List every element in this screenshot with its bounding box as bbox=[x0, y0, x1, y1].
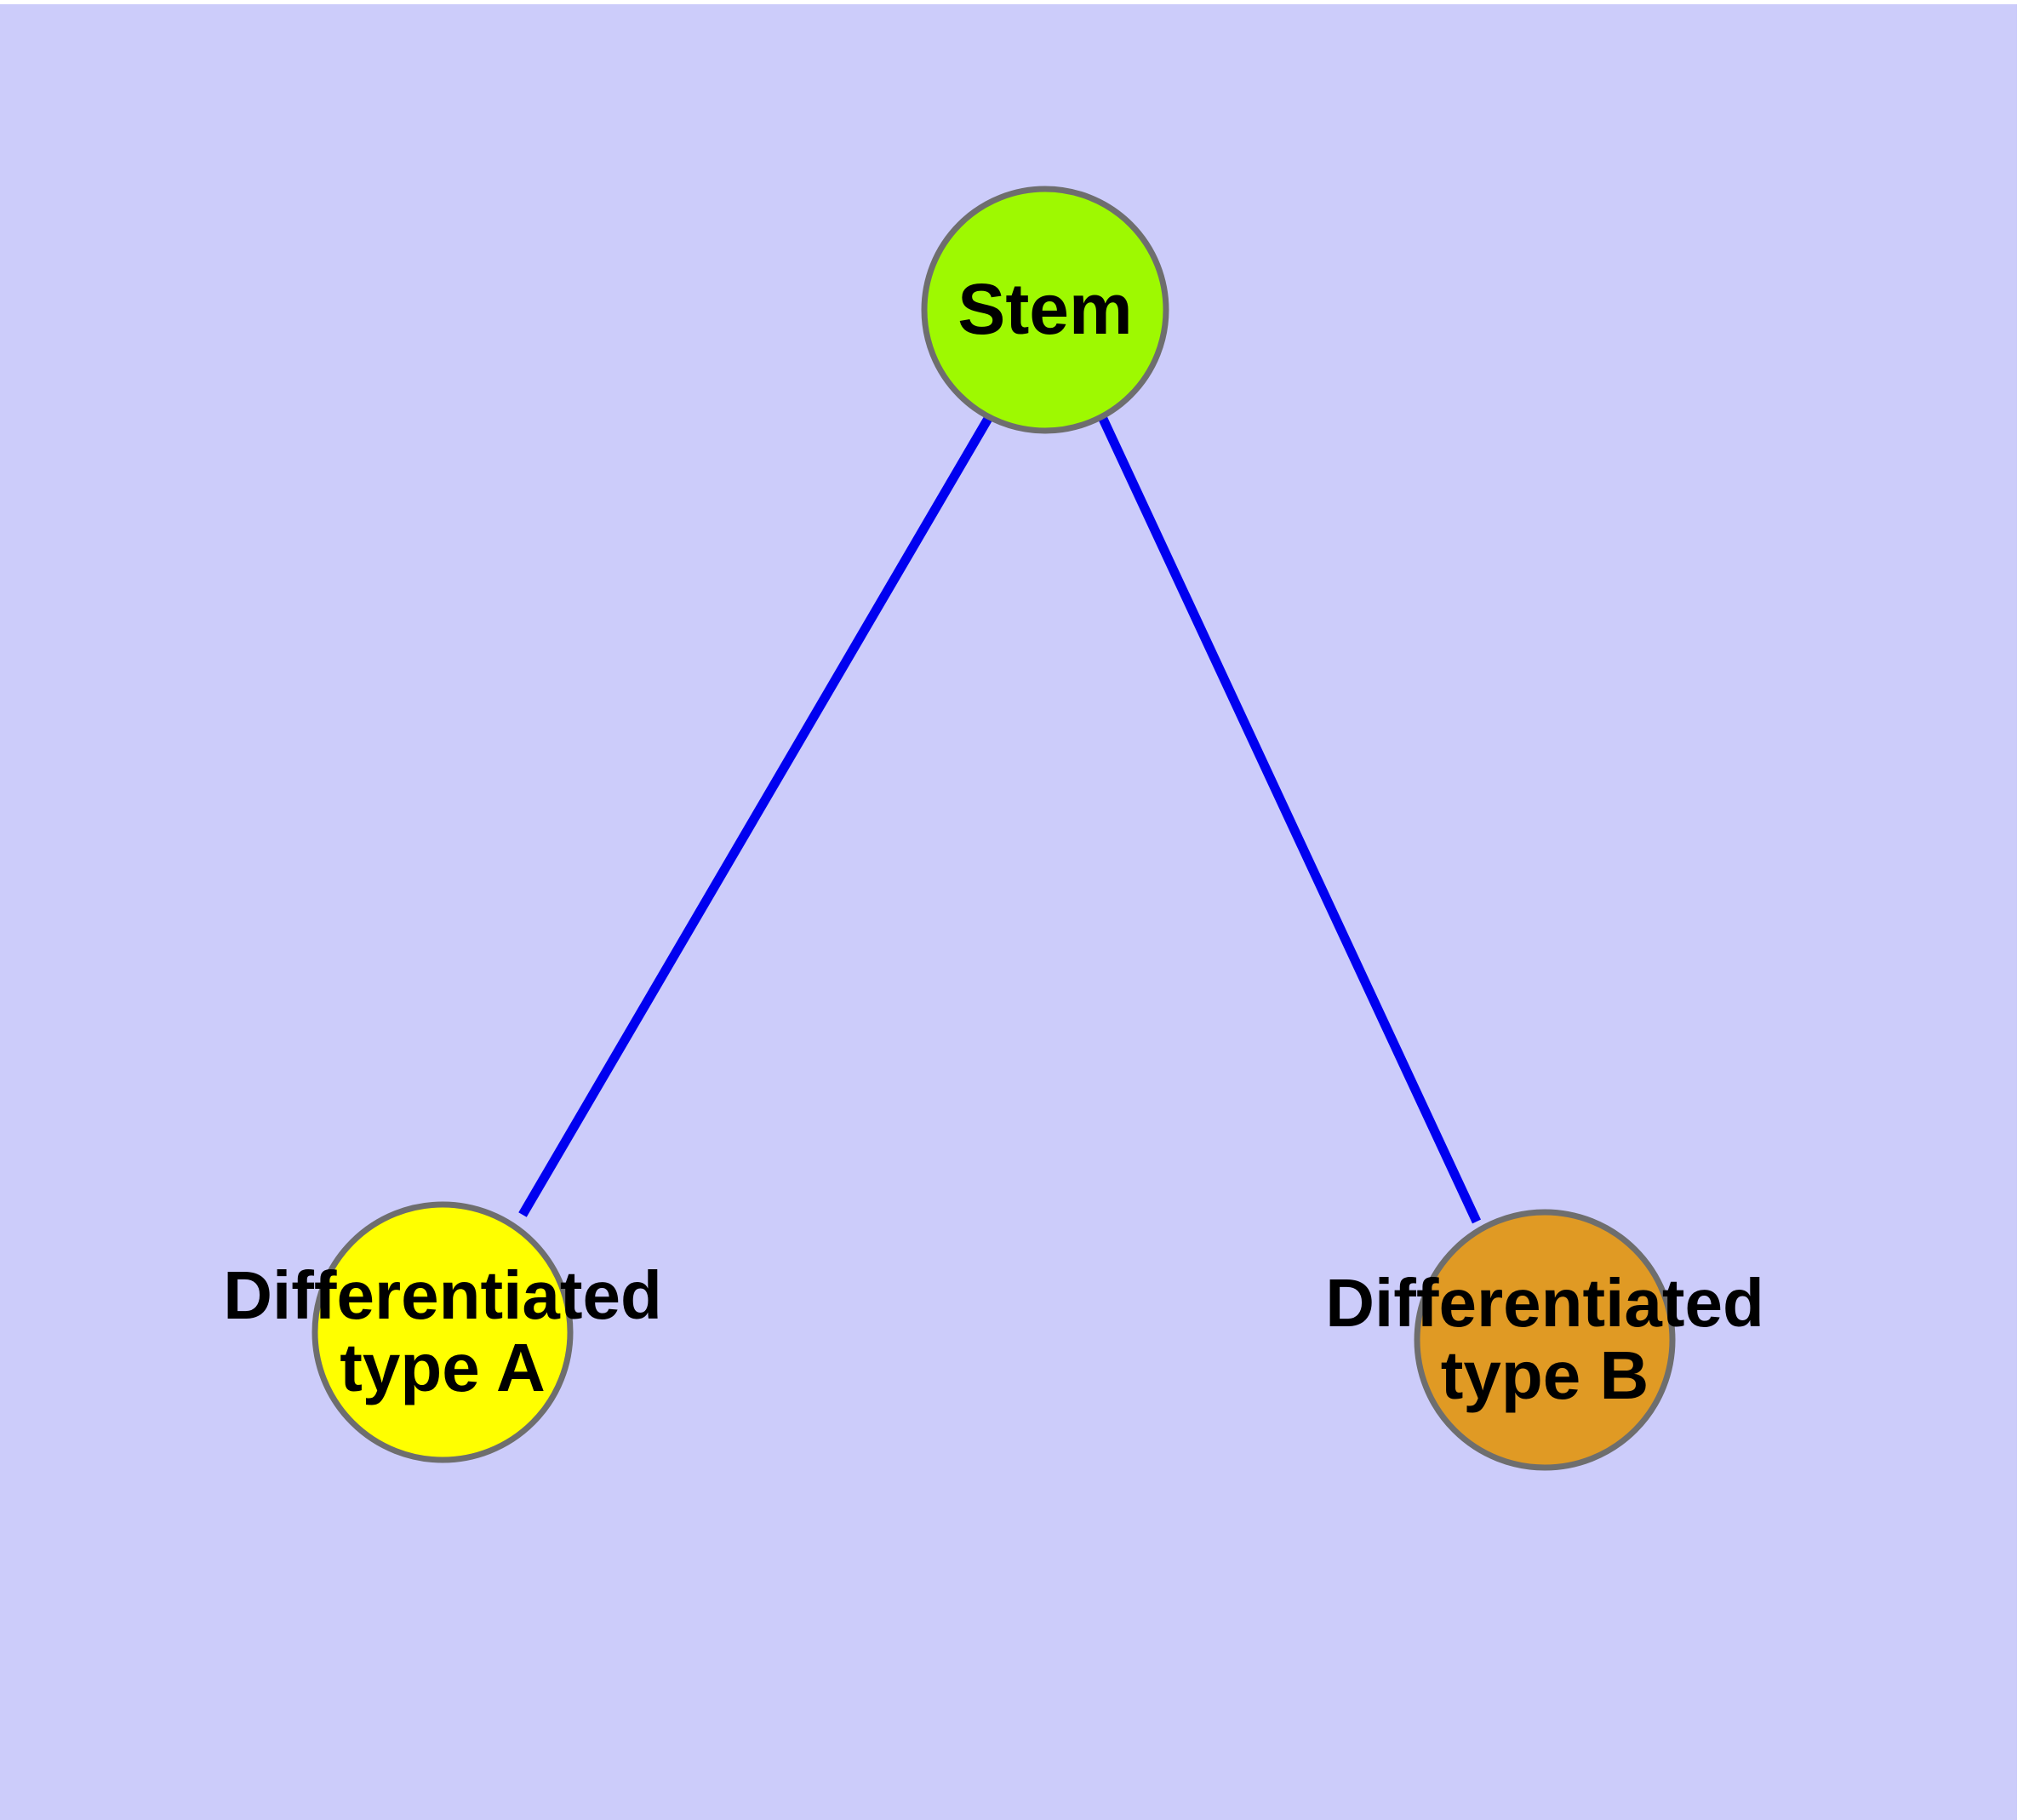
node-differentiated-type-a[interactable] bbox=[311, 1201, 574, 1463]
edge-stem-to-differentiated-type-b bbox=[1099, 416, 1481, 1224]
edge-stem-to-differentiated-type-a bbox=[518, 415, 993, 1217]
node-stem[interactable] bbox=[921, 186, 1169, 434]
node-differentiated-type-b[interactable] bbox=[1414, 1209, 1676, 1471]
edge-layer bbox=[518, 415, 1481, 1224]
node-layer bbox=[311, 186, 1676, 1471]
